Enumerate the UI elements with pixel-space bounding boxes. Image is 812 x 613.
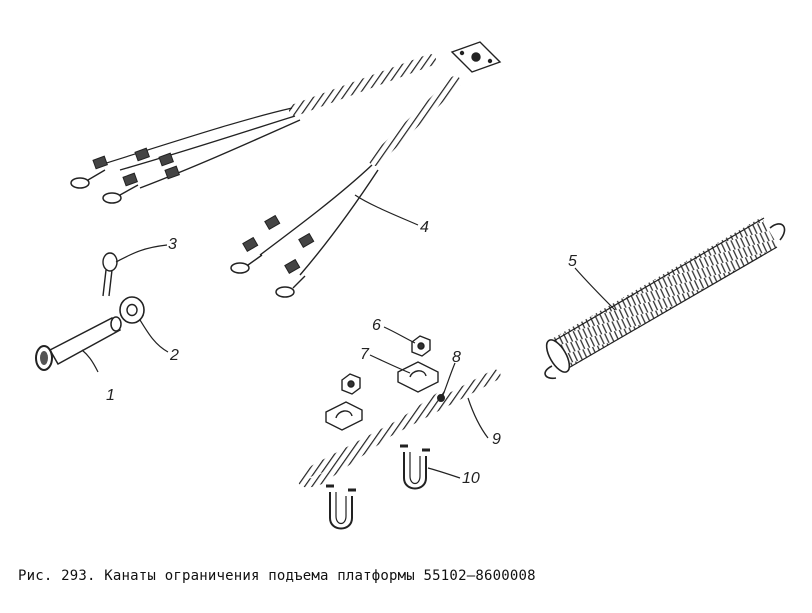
rope-loop (298, 369, 501, 488)
label-part-2: 2 (170, 347, 179, 364)
label-part-8: 8 (452, 349, 461, 366)
clamp-block (325, 361, 439, 431)
label-part-7: 7 (360, 346, 369, 363)
pin (35, 316, 122, 371)
thimble (437, 394, 445, 402)
label-part-9: 9 (492, 431, 501, 448)
spring (544, 217, 786, 380)
label-part-4: 4 (420, 219, 429, 236)
middle-cable-assembly (230, 76, 461, 298)
cotter-pin (102, 252, 118, 297)
label-part-5: 5 (568, 253, 577, 270)
upper-cable-assembly (70, 54, 436, 204)
label-part-1: 1 (106, 387, 115, 404)
label-part-3: 3 (168, 236, 177, 253)
washer (119, 296, 145, 324)
leader-lines (81, 194, 616, 479)
figure-caption: Рис. 293. Канаты ограничения подъема пла… (18, 568, 536, 584)
label-part-10: 10 (462, 470, 480, 487)
small-plate (450, 41, 502, 73)
label-part-6: 6 (372, 317, 381, 334)
nut (341, 335, 431, 395)
u-bolt (326, 444, 430, 530)
